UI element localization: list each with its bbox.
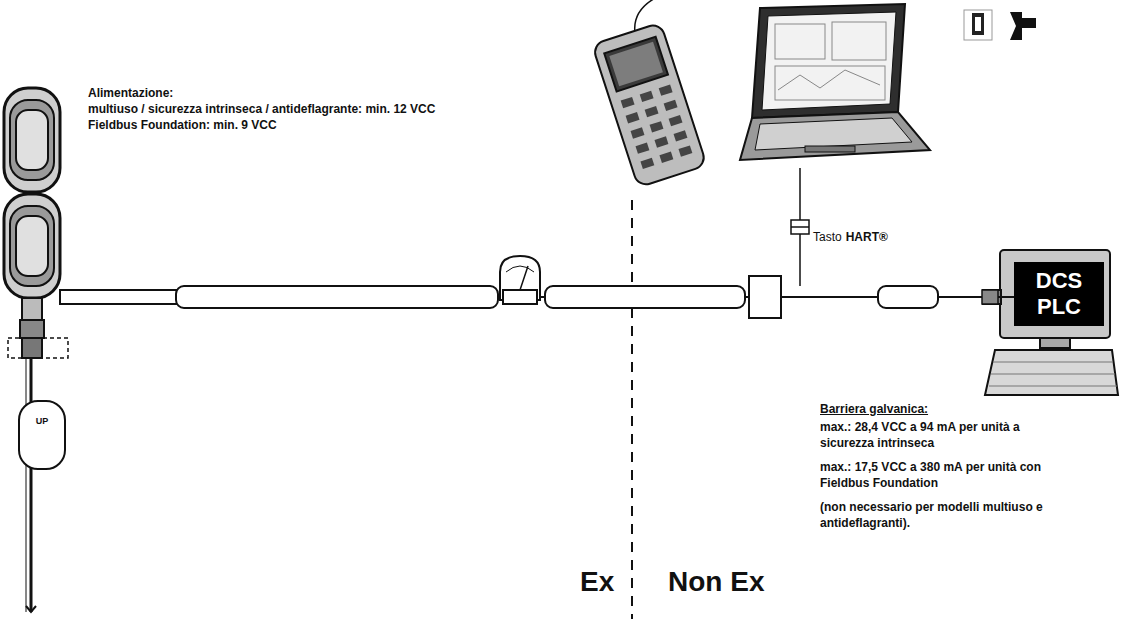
float: UP <box>18 400 66 470</box>
zone-boundary <box>631 200 633 619</box>
cable-tube <box>878 286 938 308</box>
dcs-plc-screen: DCS PLC <box>1014 262 1104 326</box>
computer-station <box>983 250 1118 395</box>
cable-plug <box>982 290 998 304</box>
barrier-spec: (non necessario per modelli multiuso e a… <box>820 499 1050 531</box>
power-spec: multiuso / sicurezza intrinseca / antide… <box>88 102 435 116</box>
barrier-spec: max.: 28,4 VCC a 94 mA per unità a sicur… <box>820 419 1050 451</box>
hart-key <box>791 168 809 286</box>
ammeter-symbol <box>500 256 540 304</box>
barrier-heading: Barriera galvanica: <box>820 401 1050 417</box>
software-icon <box>964 10 1036 40</box>
node-text: UP <box>20 416 64 426</box>
barrier-spec: max.: 17,5 VCC a 380 mA per unità con Fi… <box>820 459 1050 491</box>
power-heading: Alimentazione: <box>88 86 173 100</box>
handheld-communicator <box>584 0 709 187</box>
zone-label: Non Ex <box>668 566 764 598</box>
cable-connector <box>782 286 1014 308</box>
hart-key-label: HART® <box>846 230 888 244</box>
hart-key-label: Tasto <box>813 230 842 244</box>
level-transmitter <box>4 88 68 612</box>
cable <box>60 286 745 308</box>
zone-label: Ex <box>580 566 614 598</box>
laptop <box>740 4 930 160</box>
node-text: DCS PLC <box>1014 268 1104 320</box>
galvanic-barrier: Barriera galvanica:max.: 28,4 VCC a 94 m… <box>748 275 782 319</box>
power-spec: Fieldbus Foundation: min. 9 VCC <box>88 118 277 132</box>
barrier-notes: Barriera galvanica: max.: 28,4 VCC a 94 m… <box>820 401 1050 539</box>
